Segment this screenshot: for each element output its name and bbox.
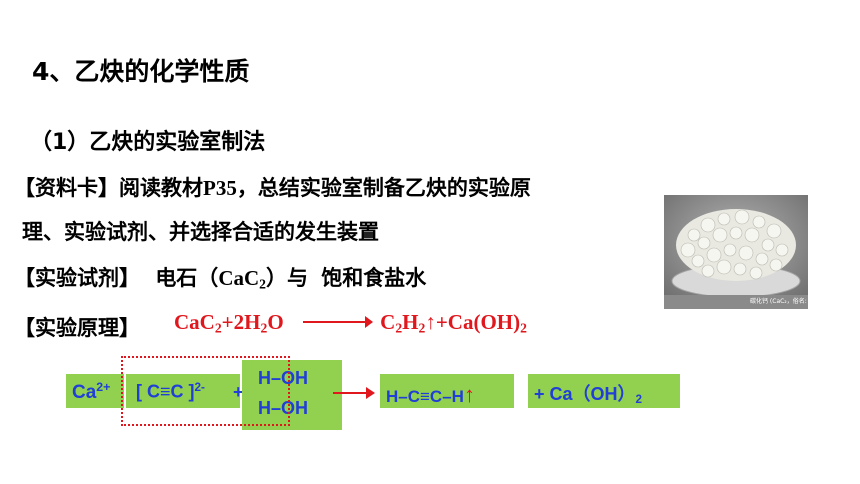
carbide-ion: [ C≡C ]2-: [136, 381, 205, 402]
principle-label: 【实验原理】: [14, 316, 140, 340]
photo-caption: 碳化钙 (CaC₂，俗名: 电石): [750, 298, 808, 305]
gas-up-arrow: ↑: [463, 382, 475, 407]
data-card-line-1: 【资料卡】阅读教材P35，总结实验室制备乙炔的实验原: [14, 176, 531, 200]
water-box: [242, 360, 342, 430]
calcium-hydroxide: + Ca（OH）2: [534, 384, 643, 406]
reagent-line: 【实验试剂】 电石（CaC2）与 饱和食盐水: [14, 266, 427, 292]
section-subtitle: （1）乙炔的实验室制法: [30, 130, 266, 155]
reaction-arrow: [302, 316, 373, 329]
carbide-dish-image: [664, 195, 808, 309]
calcium-carbide-photo: 碳化钙 (CaC₂，俗名: 电石): [664, 195, 808, 309]
plus-sign: +: [233, 382, 244, 402]
acetylene-box: [380, 374, 514, 408]
data-card-label: 【资料卡】: [14, 176, 119, 200]
calcium-ion-box: [66, 374, 124, 408]
base-box: [528, 374, 680, 408]
bond-exchange-highlight: [121, 356, 290, 426]
water-molecule-1: H–OH: [258, 368, 309, 388]
reagent-label: 【实验试剂】: [14, 266, 140, 290]
acetylene-product: H–C≡C–H↑: [386, 382, 475, 407]
carbide-ion-box: [126, 374, 240, 408]
mechanism-arrow: [333, 387, 375, 399]
reaction-equation: CaC2+2H2O C2H2↑+Ca(OH)2: [174, 310, 527, 336]
calcium-ion: Ca2+: [72, 380, 111, 403]
page-title: 4、乙炔的化学性质: [32, 57, 250, 86]
water-molecule-2: H–OH: [258, 398, 309, 418]
data-card-line-2: 理、实验试剂、并选择合适的发生装置: [22, 220, 379, 244]
